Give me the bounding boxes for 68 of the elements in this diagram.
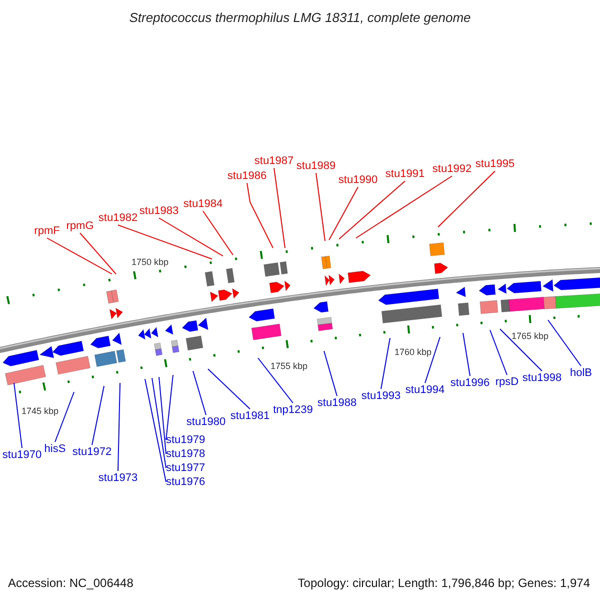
leader-line [438, 170, 496, 228]
gene-label: holB [570, 366, 592, 380]
leader-line [118, 382, 120, 472]
gene-label: stu1973 [98, 471, 138, 485]
leader-line [80, 232, 116, 274]
leader-line [380, 338, 390, 390]
scale-label: 1760 kbp [394, 346, 432, 358]
gene-label: stu1979 [166, 433, 206, 447]
gene-label: stu1983 [139, 204, 179, 218]
scale-label: 1745 kbp [21, 405, 59, 417]
accession-text: Accession: NC_006448 [8, 576, 134, 590]
diagram-title: Streptococcus thermophilus LMG 18311, complete genome [128, 10, 472, 25]
gene-label: stu1991 [385, 167, 425, 181]
leader-line [328, 186, 358, 240]
gene-label: stu1980 [186, 415, 226, 429]
gene-label: stu1976 [166, 475, 206, 489]
leader-line [548, 320, 582, 366]
gene-label: rpmF [34, 224, 60, 238]
leader-line [192, 370, 206, 416]
leader-line [54, 392, 74, 442]
scale-label: 1750 kbp [131, 256, 169, 268]
gene-label: stu1987 [254, 154, 294, 168]
gene-label: stu1977 [166, 461, 206, 475]
leader-line [208, 368, 250, 410]
leader-line [46, 238, 112, 274]
gene-label: stu1989 [296, 159, 336, 173]
leader-line [274, 168, 286, 248]
gene-label: rpmG [66, 219, 94, 233]
gene-label: stu1986 [227, 169, 267, 183]
gene-label: stu1996 [450, 376, 490, 390]
leader-line [246, 182, 274, 248]
gene-label: stu1992 [432, 162, 472, 176]
leader-line [500, 328, 542, 372]
leader-line [324, 350, 338, 396]
gene-label: stu1978 [166, 447, 206, 461]
leader-line [258, 358, 294, 404]
gene-label: stu1984 [183, 197, 223, 211]
leader-line [158, 218, 224, 256]
leader-line [490, 330, 508, 376]
gene-label: stu1988 [317, 396, 357, 410]
leader-line [166, 374, 174, 440]
leader-line [14, 382, 22, 448]
leader-line [356, 176, 452, 238]
leader-line [144, 378, 166, 482]
scale-label: 1765 kbp [511, 330, 549, 342]
leader-line [118, 224, 212, 260]
leader-line [462, 332, 470, 376]
leader-line [202, 210, 234, 256]
gene-label: stu1990 [338, 173, 378, 187]
gene-label: stu1972 [72, 445, 112, 459]
leader-line [152, 378, 166, 468]
scale-label: 1755 kbp [270, 360, 308, 372]
leader-line [316, 172, 326, 242]
gene-label: stu1970 [2, 448, 42, 462]
genome-stats-text: Topology: circular; Length: 1,796,846 bp; Genes: 1,974 [298, 576, 590, 590]
gene-label: stu1993 [361, 389, 401, 403]
gene-label: stu1981 [230, 409, 270, 423]
gene-label: stu1998 [522, 371, 562, 385]
leader-line [338, 180, 406, 240]
gene-label: rpsD [495, 375, 519, 389]
gene-label: stu1982 [98, 211, 138, 225]
gene-label: stu1995 [475, 157, 515, 171]
gene-label: stu1994 [405, 383, 445, 397]
gene-label: tnp1239 [273, 403, 313, 417]
gene-label: hisS [44, 442, 66, 456]
leader-line [158, 376, 166, 454]
leader-line [92, 386, 104, 446]
leader-line [424, 336, 440, 384]
